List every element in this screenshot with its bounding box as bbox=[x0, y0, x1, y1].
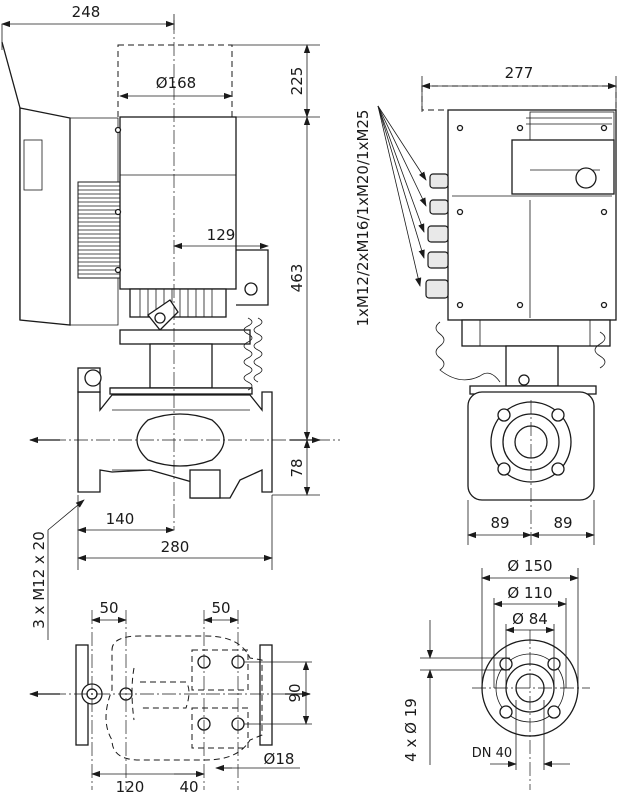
label-flange-holes: 4 x Ø 19 bbox=[402, 698, 420, 762]
dim-bolt-circle: Ø 110 bbox=[507, 584, 552, 602]
dim-port-to-port: 280 bbox=[161, 538, 190, 556]
dim-total-height: 463 bbox=[288, 264, 306, 293]
label-nominal-size: DN 40 bbox=[472, 746, 512, 761]
dim-width-overall: 248 bbox=[72, 3, 101, 21]
dim-hole-diameter: Ø18 bbox=[264, 750, 295, 768]
cooling-fins bbox=[77, 181, 121, 279]
gland-leaders bbox=[377, 105, 427, 287]
dim-axis-height: 78 bbox=[288, 458, 306, 477]
motor bbox=[114, 44, 269, 331]
dim-half-length: 140 bbox=[106, 510, 135, 528]
dim-bolt-spacing-right: 50 bbox=[211, 599, 230, 617]
cable-glands bbox=[425, 173, 449, 299]
dim-front-width: 277 bbox=[505, 64, 534, 82]
label-cable-glands: 1xM12/2xM16/1xM20/1xM25 bbox=[354, 110, 372, 327]
dim-bolt-row-distance: 90 bbox=[286, 683, 304, 702]
dim-top-clearance: 225 bbox=[288, 67, 306, 96]
side-view: 248 Ø168 225 463 78 129 140 280 3 x M12 … bbox=[1, 3, 340, 640]
label-flange-bolts: 3 x M12 x 20 bbox=[30, 531, 48, 629]
dim-40: 40 bbox=[179, 778, 198, 796]
dim-bolt-spacing-left: 50 bbox=[99, 599, 118, 617]
plan-view: 50 50 90 Ø18 120 40 bbox=[29, 599, 312, 796]
front-view: 1xM12/2xM16/1xM20/1xM25 277 89 89 bbox=[354, 64, 617, 545]
cable-coil bbox=[243, 317, 263, 391]
dim-motor-diameter: Ø168 bbox=[156, 74, 196, 92]
flange-view: Ø 150 Ø 110 Ø 84 4 x Ø 19 DN 40 bbox=[402, 557, 590, 790]
dim-terminal-offset: 129 bbox=[207, 226, 236, 244]
electronics-module bbox=[1, 41, 121, 326]
dim-half-right: 89 bbox=[553, 514, 572, 532]
pump-housing bbox=[77, 367, 273, 499]
dim-120: 120 bbox=[116, 778, 145, 796]
dim-raised-face: Ø 84 bbox=[512, 610, 548, 628]
dim-flange-outer: Ø 150 bbox=[507, 557, 552, 575]
lantern bbox=[109, 329, 253, 395]
dim-half-left: 89 bbox=[490, 514, 509, 532]
